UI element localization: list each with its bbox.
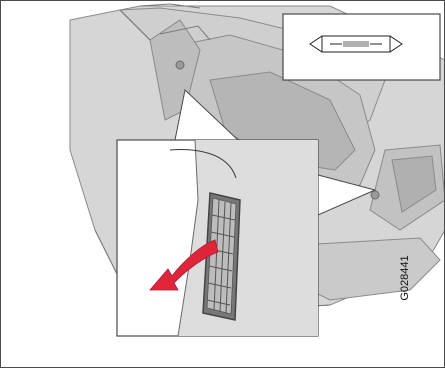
festoon-bulb-icon [310,36,402,52]
bulb-inset [283,14,440,80]
figure-reference-code: G028441 [398,253,412,303]
detail-inset [117,140,318,336]
